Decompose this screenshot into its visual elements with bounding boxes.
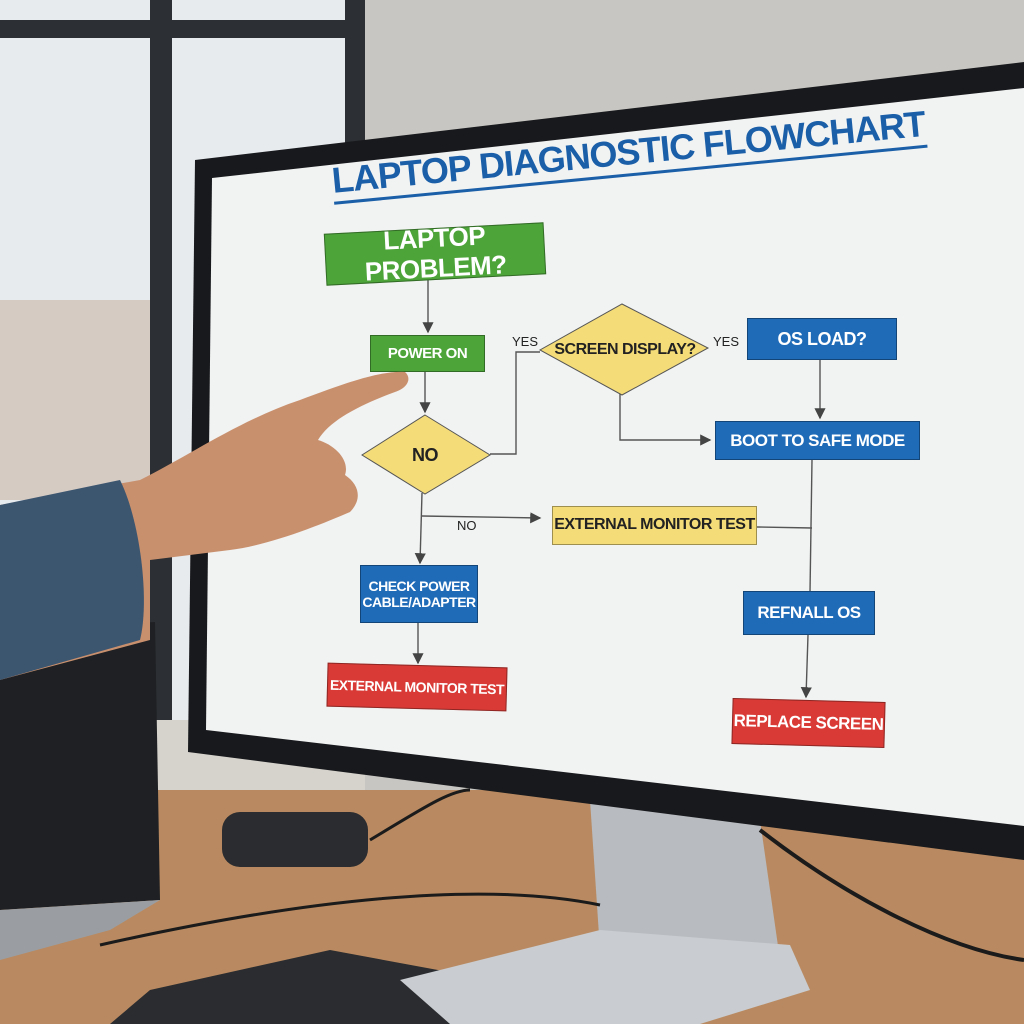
node-boot-safe-mode: BOOT TO SAFE MODE <box>715 421 920 460</box>
node-reinstall-os: REFNALL OS <box>743 591 875 635</box>
node-check-power: CHECK POWER CABLE/ADAPTER <box>360 565 478 623</box>
laptop <box>0 622 160 910</box>
edge-label-yes-2: YES <box>713 334 740 349</box>
node-external-monitor-test: EXTERNAL MONITOR TEST <box>552 506 757 545</box>
node-no-decision-label: NO <box>412 444 439 465</box>
usb-hub <box>222 812 368 867</box>
node-screen-display-label: SCREEN DISPLAY? <box>554 341 696 358</box>
no-decision-diamond <box>361 414 491 495</box>
node-os-load: OS LOAD? <box>747 318 897 360</box>
monitor-stand <box>590 800 780 960</box>
edge-label-yes-1: YES <box>512 334 539 349</box>
screen-display-diamond <box>538 303 710 396</box>
sleeve <box>0 480 144 680</box>
edge-label-no: NO <box>457 518 477 533</box>
node-power-on: POWER ON <box>370 335 485 372</box>
